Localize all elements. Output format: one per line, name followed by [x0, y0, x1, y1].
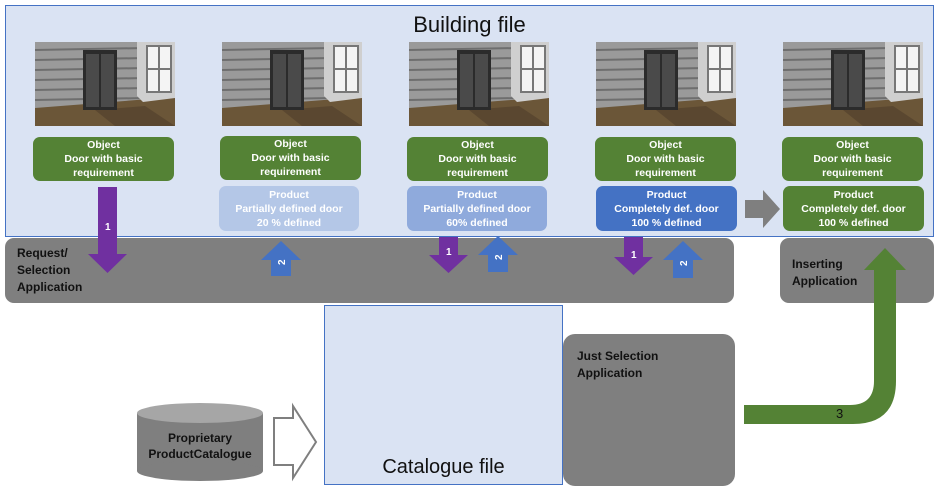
hollow-arrow-icon — [273, 402, 318, 482]
request-arrow-1 — [429, 237, 468, 273]
request-selection-band — [5, 238, 734, 303]
return-arrow-2 — [663, 241, 703, 278]
svg-text:1: 1 — [105, 222, 111, 233]
return-arrow-2 — [478, 236, 518, 272]
arrow-number-3: 3 — [836, 406, 843, 421]
database-cylinder-icon — [137, 403, 263, 481]
request-arrow-1 — [88, 187, 127, 273]
svg-text:1: 1 — [446, 247, 452, 258]
svg-text:2: 2 — [494, 254, 505, 260]
building-file-title: Building file — [413, 12, 526, 37]
return-arrow-2 — [261, 241, 301, 276]
catalogue-file-title: Catalogue file — [382, 456, 505, 478]
catalogue-file-panel — [324, 305, 563, 485]
request-arrow-1 — [614, 237, 653, 275]
inserting-band — [780, 238, 934, 303]
gray-right-arrow — [745, 190, 780, 228]
svg-text:2: 2 — [679, 260, 690, 266]
just-selection-box — [563, 334, 735, 486]
svg-text:2: 2 — [277, 259, 288, 265]
svg-text:1: 1 — [631, 250, 637, 261]
insert-arrow — [744, 248, 906, 424]
